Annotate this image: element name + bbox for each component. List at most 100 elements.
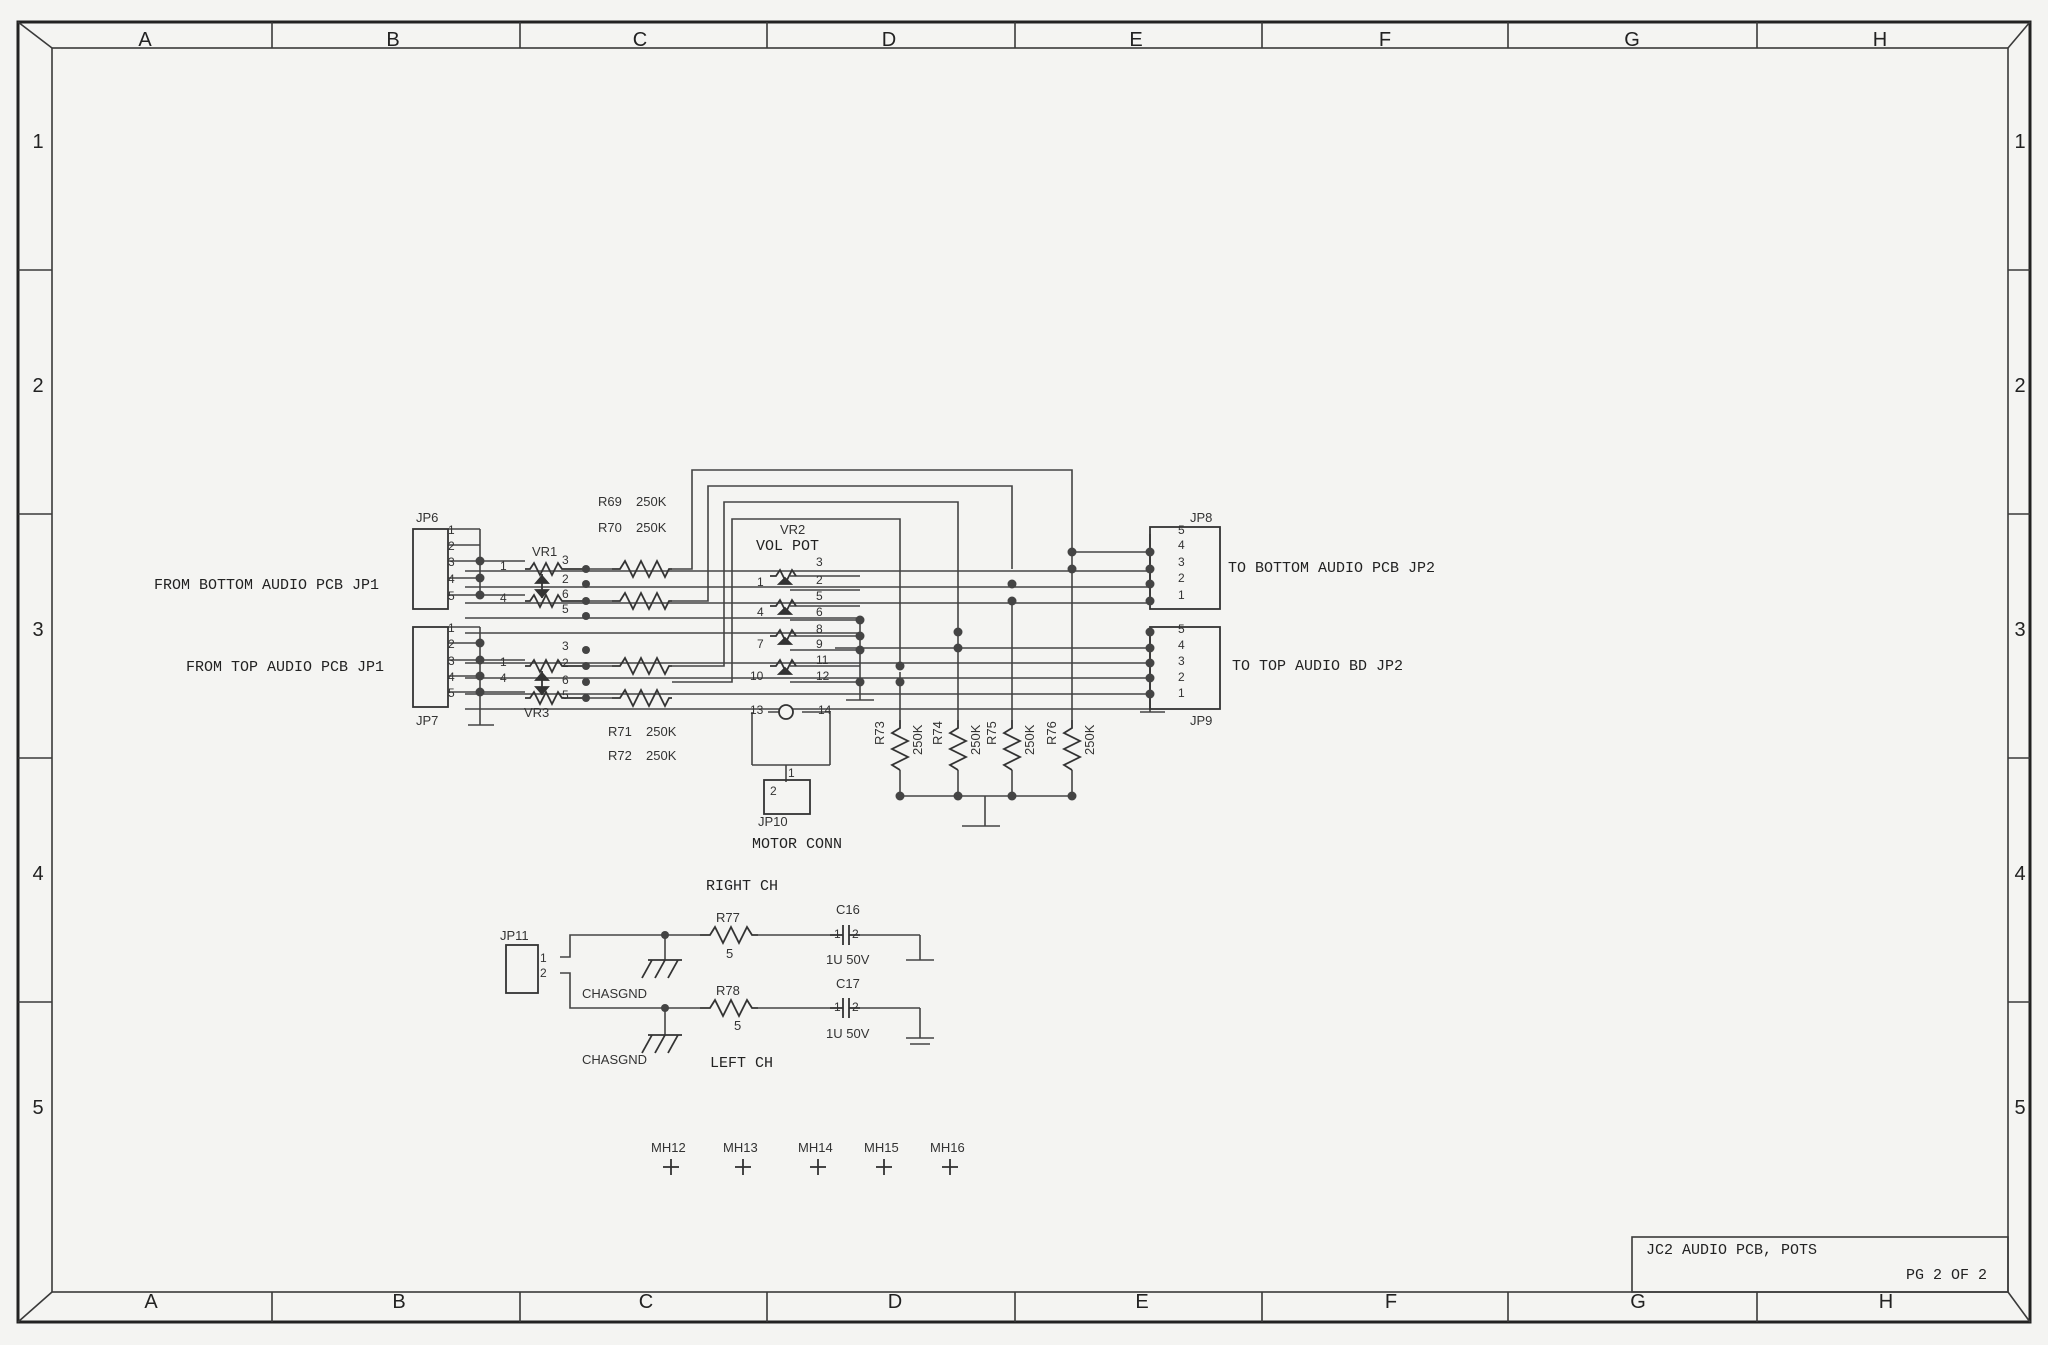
- row-label-right: 3: [2014, 619, 2025, 641]
- jp9-ref: JP9: [1190, 713, 1212, 728]
- svg-text:5: 5: [1178, 622, 1185, 636]
- svg-text:2: 2: [448, 539, 455, 553]
- svg-text:2: 2: [562, 656, 569, 670]
- column-label-bottom: G: [1630, 1291, 1646, 1313]
- column-label-top: E: [1129, 29, 1142, 51]
- connector-jp6-body: [412, 528, 449, 610]
- svg-text:4: 4: [1178, 638, 1185, 652]
- r72-ref: R72: [608, 748, 632, 763]
- svg-text:5: 5: [448, 686, 455, 700]
- svg-text:6: 6: [562, 587, 569, 601]
- corner-bevel-tr: [2007, 21, 2031, 49]
- jp8-net-label: TO BOTTOM AUDIO PCB JP2: [1228, 560, 1435, 577]
- r74-value: 250K: [968, 724, 983, 755]
- vr2-name: VOL POT: [756, 538, 819, 555]
- svg-text:1: 1: [788, 766, 795, 780]
- c17-value: 1U 50V: [826, 1026, 870, 1041]
- r74-ref: R74: [930, 721, 945, 745]
- resistor-r72: [612, 687, 672, 709]
- svg-text:1: 1: [500, 559, 507, 573]
- svg-text:1: 1: [448, 523, 455, 537]
- c17-ref: C17: [836, 976, 860, 991]
- svg-text:1: 1: [757, 575, 764, 589]
- r75-value: 250K: [1022, 724, 1037, 755]
- r73-value: 250K: [910, 724, 925, 755]
- mounting-hole-label: MH14: [798, 1140, 833, 1155]
- jp10-ref: JP10: [758, 814, 788, 829]
- left-ch-label: LEFT CH: [710, 1055, 773, 1072]
- pot-vr1: [525, 560, 586, 610]
- corner-bevel-bl: [17, 1291, 53, 1323]
- jp10-label: MOTOR CONN: [752, 836, 842, 853]
- capacitor-c16: [830, 925, 860, 945]
- svg-text:1: 1: [834, 927, 841, 941]
- svg-text:8: 8: [816, 622, 823, 636]
- connector-jp7-body: [412, 626, 449, 708]
- column-label-bottom: D: [888, 1291, 902, 1313]
- column-label-top: H: [1873, 29, 1887, 51]
- jp11-ref: JP11: [500, 928, 529, 943]
- column-label-bottom: H: [1879, 1291, 1893, 1313]
- r78-value: 5: [734, 1018, 741, 1033]
- svg-text:1: 1: [1178, 588, 1185, 602]
- junction-dots: [475, 547, 1155, 1012]
- corner-bevel-tl: [17, 21, 53, 49]
- vr1-ref: VR1: [532, 544, 557, 559]
- svg-text:3: 3: [448, 555, 455, 569]
- svg-text:1: 1: [1178, 686, 1185, 700]
- resistor-r71: [612, 655, 672, 677]
- mounting-hole-marks: [663, 1159, 958, 1175]
- capacitor-c17: [830, 998, 860, 1018]
- mounting-hole-label: MH15: [864, 1140, 899, 1155]
- vr3-ref: VR3: [524, 705, 549, 720]
- row-label-left: 4: [32, 863, 43, 885]
- page-number: PG 2 OF 2: [1906, 1267, 1987, 1284]
- svg-text:1: 1: [834, 1000, 841, 1014]
- r76-ref: R76: [1044, 721, 1059, 745]
- svg-text:2: 2: [448, 637, 455, 651]
- outer-border: [16, 20, 2032, 1324]
- svg-text:5: 5: [562, 602, 569, 616]
- svg-text:2: 2: [1178, 670, 1185, 684]
- svg-text:3: 3: [562, 639, 569, 653]
- row-label-left: 1: [32, 131, 43, 153]
- connector-jp9-body: [1149, 626, 1221, 710]
- jp8-ref: JP8: [1190, 510, 1212, 525]
- resistor-r74: [947, 720, 969, 771]
- resistor-r73: [889, 720, 911, 771]
- c16-ref: C16: [836, 902, 860, 917]
- wire-loop-2: [672, 485, 1013, 602]
- svg-text:3: 3: [1178, 654, 1185, 668]
- svg-text:10: 10: [750, 669, 764, 683]
- svg-text:4: 4: [448, 572, 455, 586]
- pot-vr2: [770, 568, 797, 720]
- r71-ref: R71: [608, 724, 632, 739]
- svg-text:2: 2: [852, 1000, 859, 1014]
- svg-text:2: 2: [770, 784, 777, 798]
- svg-text:4: 4: [500, 671, 507, 685]
- chassis-ground-1: [641, 959, 682, 979]
- jp9-net-label: TO TOP AUDIO BD JP2: [1232, 658, 1403, 675]
- r70-ref: R70: [598, 520, 622, 535]
- svg-text:4: 4: [500, 591, 507, 605]
- svg-text:2: 2: [816, 573, 823, 587]
- jp7-net-label: FROM TOP AUDIO PCB JP1: [186, 659, 384, 676]
- chasgnd-label-2: CHASGND: [582, 1052, 647, 1067]
- column-label-top: C: [633, 29, 647, 51]
- svg-text:5: 5: [448, 589, 455, 603]
- resistor-r77: [700, 924, 758, 946]
- svg-text:1: 1: [448, 621, 455, 635]
- column-label-bottom: B: [392, 1291, 405, 1313]
- svg-text:4: 4: [757, 605, 764, 619]
- svg-text:7: 7: [757, 637, 764, 651]
- jp7-ref: JP7: [416, 713, 438, 728]
- svg-text:3: 3: [562, 553, 569, 567]
- column-label-bottom: E: [1135, 1291, 1148, 1313]
- row-label-right: 4: [2014, 863, 2025, 885]
- row-dividers: [18, 269, 2030, 1003]
- r76-value: 250K: [1082, 724, 1097, 755]
